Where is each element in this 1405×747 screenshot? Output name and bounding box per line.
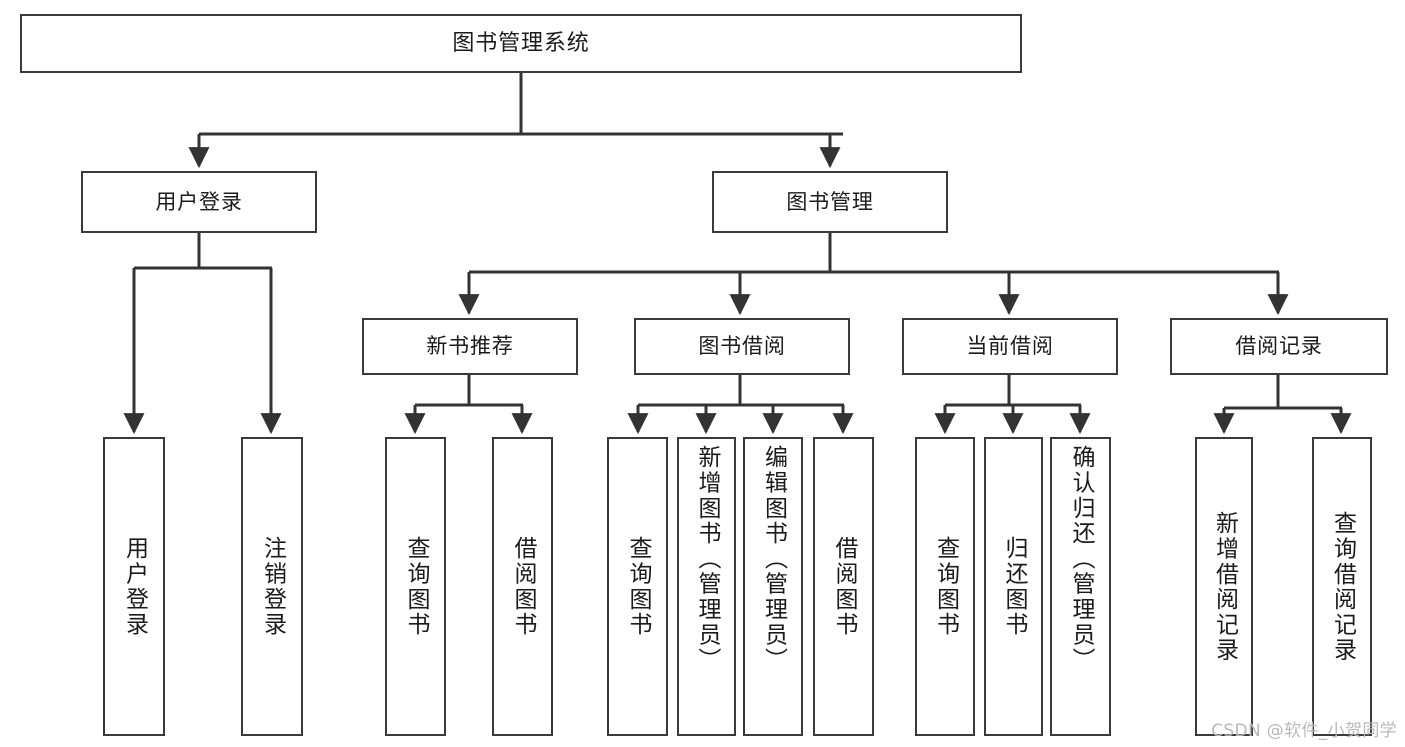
node-leaf-query-record-label: 查询借阅记录 (1329, 510, 1356, 663)
node-leaf-add-book-label: 新增图书（管理员） (694, 445, 720, 673)
node-root-label: 图书管理系统 (452, 30, 590, 56)
node-new-book-recommend[interactable]: 新书推荐 (362, 318, 578, 375)
node-leaf-borrow-book-2-label: 借阅图书 (831, 535, 857, 638)
node-leaf-user-login-label: 用户登录 (121, 535, 148, 638)
node-leaf-return-book[interactable]: 归还图书 (984, 437, 1043, 736)
node-leaf-query-book-3-label: 查询图书 (932, 535, 959, 638)
node-leaf-query-book-2[interactable]: 查询图书 (607, 437, 668, 736)
node-leaf-user-logout[interactable]: 注销登录 (241, 437, 303, 736)
node-leaf-confirm-return[interactable]: 确认归还（管理员） (1050, 437, 1111, 736)
node-leaf-query-book-1[interactable]: 查询图书 (385, 437, 446, 736)
node-borrow-record-label: 借阅记录 (1235, 334, 1323, 359)
node-new-book-recommend-label: 新书推荐 (426, 334, 514, 359)
csdn-watermark: CSDN @软件_小贺同学 (1211, 721, 1397, 741)
node-leaf-query-book-3[interactable]: 查询图书 (915, 437, 975, 736)
node-leaf-user-login[interactable]: 用户登录 (103, 437, 165, 736)
node-user-login[interactable]: 用户登录 (81, 171, 317, 233)
node-user-login-label: 用户登录 (155, 189, 243, 214)
node-leaf-borrow-book-1[interactable]: 借阅图书 (492, 437, 553, 736)
node-leaf-borrow-book-2[interactable]: 借阅图书 (813, 437, 874, 736)
node-current-borrow-label: 当前借阅 (966, 334, 1054, 359)
node-leaf-edit-book-label: 编辑图书（管理员） (760, 445, 787, 673)
node-leaf-add-record-label: 新增借阅记录 (1211, 510, 1238, 663)
node-book-management-label: 图书管理 (786, 189, 874, 214)
node-borrow-record[interactable]: 借阅记录 (1170, 318, 1388, 375)
node-root[interactable]: 图书管理系统 (20, 14, 1022, 73)
node-leaf-query-record[interactable]: 查询借阅记录 (1312, 437, 1372, 736)
node-leaf-confirm-return-label: 确认归还（管理员） (1068, 445, 1094, 673)
node-book-borrow[interactable]: 图书借阅 (634, 318, 850, 375)
node-leaf-return-book-label: 归还图书 (1001, 535, 1027, 638)
node-current-borrow[interactable]: 当前借阅 (902, 318, 1118, 375)
node-leaf-add-book[interactable]: 新增图书（管理员） (677, 437, 736, 736)
node-leaf-query-book-1-label: 查询图书 (403, 535, 429, 638)
node-leaf-query-book-2-label: 查询图书 (625, 535, 651, 638)
node-leaf-add-record[interactable]: 新增借阅记录 (1195, 437, 1253, 736)
node-book-management[interactable]: 图书管理 (712, 171, 948, 233)
node-leaf-borrow-book-1-label: 借阅图书 (510, 535, 536, 638)
node-book-borrow-label: 图书借阅 (698, 334, 786, 359)
node-leaf-edit-book[interactable]: 编辑图书（管理员） (743, 437, 803, 736)
node-leaf-user-logout-label: 注销登录 (259, 535, 286, 638)
